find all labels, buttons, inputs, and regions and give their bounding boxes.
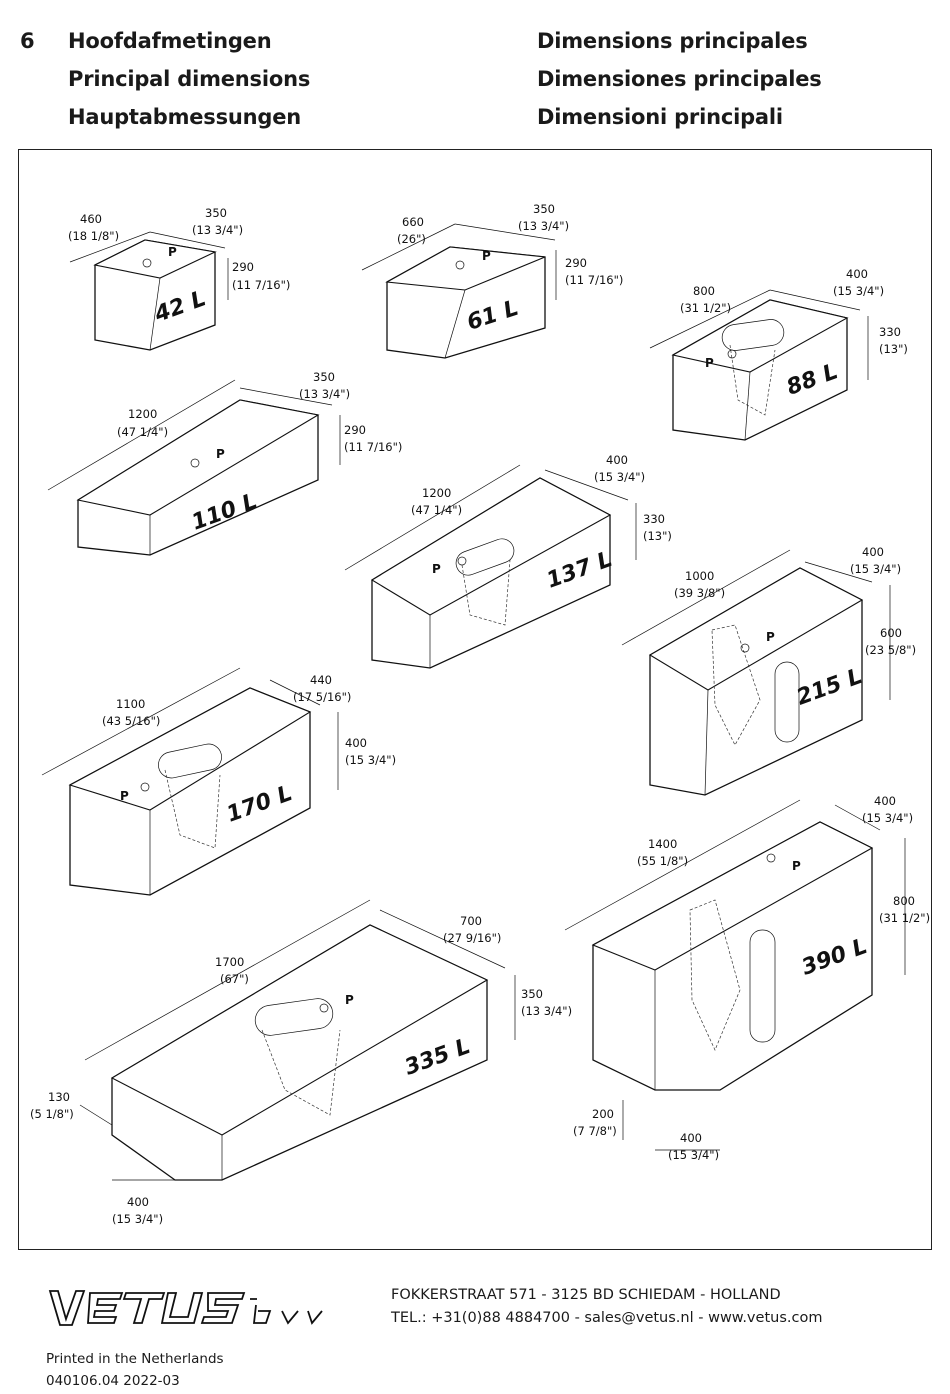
tank-170l-port: P [120, 789, 129, 803]
tank-42l-height-in: (11 7/16") [232, 278, 290, 292]
tank-390l-height-in: (31 1/2") [879, 911, 930, 925]
title-german: Hauptabmessungen [68, 105, 302, 129]
tank-335l-length: 1700 [215, 955, 244, 969]
tank-215l-width-in: (15 3/4") [850, 562, 901, 576]
section-number: 6 [20, 29, 35, 53]
tank-215l-width: 400 [862, 545, 884, 559]
tank-335l-chamfer-width: 400 [127, 1195, 149, 1209]
tank-215l-port: P [766, 630, 775, 644]
tank-170l-width-in: (17 5/16") [293, 690, 351, 704]
tank-137l-height: 330 [643, 512, 665, 526]
tank-42l-width: 350 [205, 206, 227, 220]
tank-390l: 390 L P 1400 (55 1/8") 400 (15 3/4") 800… [564, 794, 930, 1162]
tank-170l: 170 L P 1100 (43 5/16") 440 (17 5/16") 4… [41, 667, 396, 896]
tank-110l-height-in: (11 7/16") [344, 440, 402, 454]
printed-in: Printed in the Netherlands [46, 1351, 224, 1367]
tank-61l-length-in: (26") [397, 232, 426, 246]
title-italian: Dimensioni principali [537, 105, 783, 129]
tank-137l-length: 1200 [422, 486, 451, 500]
tank-390l-width-in: (15 3/4") [862, 811, 913, 825]
tank-215l-height: 600 [880, 626, 902, 640]
title-french: Dimensions principales [537, 29, 808, 53]
tank-390l-height: 800 [893, 894, 915, 908]
tank-335l-width-in: (27 9/16") [443, 931, 501, 945]
tank-110l-port: P [216, 447, 225, 461]
tank-88l-width-in: (15 3/4") [833, 284, 884, 298]
tank-88l-port: P [705, 356, 714, 370]
tank-61l-port: P [482, 249, 491, 263]
tank-110l-length-in: (47 1/4") [117, 425, 168, 439]
tank-170l-width: 440 [310, 673, 332, 687]
drawing-frame [18, 149, 932, 1250]
tank-110l-width-in: (13 3/4") [299, 387, 350, 401]
tank-335l-chamfer-height-in: (5 1/8") [30, 1107, 74, 1121]
tank-110l-width: 350 [313, 370, 335, 384]
tank-137l-length-in: (47 1/4") [411, 503, 462, 517]
tank-88l-length: 800 [693, 284, 715, 298]
title-spanish: Dimensiones principales [537, 67, 822, 91]
company-contact: TEL.: +31(0)88 4884700 - sales@vetus.nl … [391, 1310, 823, 1326]
tank-42l-width-in: (13 3/4") [192, 223, 243, 237]
tank-61l-width-in: (13 3/4") [518, 219, 569, 233]
vetus-logo [48, 1290, 323, 1326]
company-address-block: FOKKERSTRAAT 571 - 3125 BD SCHIEDAM - HO… [391, 1284, 822, 1330]
tank-42l-length: 460 [80, 212, 102, 226]
tank-215l: 215 L P 1000 (39 3/8") 400 (15 3/4") 600… [621, 545, 916, 796]
tank-137l-width: 400 [606, 453, 628, 467]
tank-215l-height-in: (23 5/8") [865, 643, 916, 657]
tank-170l-length: 1100 [116, 697, 145, 711]
tank-335l-chamfer-width-in: (15 3/4") [112, 1212, 163, 1226]
tank-110l-length: 1200 [128, 407, 157, 421]
tank-88l: 88 L P 800 (31 1/2") 400 (15 3/4") 330 (… [649, 267, 908, 441]
tank-170l-height: 400 [345, 736, 367, 750]
tank-61l-length: 660 [402, 215, 424, 229]
tank-110l-height: 290 [344, 423, 366, 437]
tank-61l: 61 L P 660 (26") 350 (13 3/4") 290 (11 7… [361, 202, 623, 359]
tank-390l-foot-width-in: (15 3/4") [668, 1148, 719, 1162]
tank-88l-height-in: (13") [879, 342, 908, 356]
tank-390l-length: 1400 [648, 837, 677, 851]
tank-335l-chamfer-height: 130 [48, 1090, 70, 1104]
titles-left: Hoofdafmetingen Principal dimensions Hau… [68, 22, 310, 136]
tank-61l-height: 290 [565, 256, 587, 270]
tank-88l-height: 330 [879, 325, 901, 339]
tank-110l: 110 L P 1200 (47 1/4") 350 (13 3/4") 290… [47, 370, 402, 556]
tank-88l-length-in: (31 1/2") [680, 301, 731, 315]
tank-42l-port: P [168, 245, 177, 259]
tank-335l-height: 350 [521, 987, 543, 1001]
tank-215l-length-in: (39 3/8") [674, 586, 725, 600]
titles-right: Dimensions principales Dimensiones princ… [537, 22, 822, 136]
print-info: Printed in the Netherlands 040106.04 202… [46, 1348, 224, 1392]
title-dutch: Hoofdafmetingen [68, 29, 272, 53]
tank-335l-height-in: (13 3/4") [521, 1004, 572, 1018]
tank-335l-length-in: (67") [220, 972, 249, 986]
tank-170l-height-in: (15 3/4") [345, 753, 396, 767]
tank-61l-height-in: (11 7/16") [565, 273, 623, 287]
tank-390l-width: 400 [874, 794, 896, 808]
tank-137l-width-in: (15 3/4") [594, 470, 645, 484]
tank-390l-foot-height-in: (7 7/8") [573, 1124, 617, 1138]
tank-42l: 42 L P 460 (18 1/8") 350 (13 3/4") 290 (… [68, 206, 290, 351]
tank-42l-length-in: (18 1/8") [68, 229, 119, 243]
tank-390l-foot-width: 400 [680, 1131, 702, 1145]
document-code: 040106.04 2022-03 [46, 1373, 180, 1389]
tank-335l-width: 700 [460, 914, 482, 928]
tank-42l-height: 290 [232, 260, 254, 274]
tank-215l-length: 1000 [685, 569, 714, 583]
tank-335l-port: P [345, 993, 354, 1007]
tank-61l-width: 350 [533, 202, 555, 216]
title-english: Principal dimensions [68, 67, 311, 91]
company-address: FOKKERSTRAAT 571 - 3125 BD SCHIEDAM - HO… [391, 1287, 781, 1303]
tank-170l-length-in: (43 5/16") [102, 714, 160, 728]
tank-137l-port: P [432, 562, 441, 576]
tank-390l-foot-height: 200 [592, 1107, 614, 1121]
tank-88l-width: 400 [846, 267, 868, 281]
tank-137l-height-in: (13") [643, 529, 672, 543]
tank-137l: 137 L P 1200 (47 1/4") 400 (15 3/4") 330… [344, 453, 672, 669]
tank-390l-length-in: (55 1/8") [637, 854, 688, 868]
tank-390l-port: P [792, 859, 801, 873]
tank-335l: 335 L P 1700 (67") 700 (27 9/16") 350 (1… [30, 899, 572, 1226]
